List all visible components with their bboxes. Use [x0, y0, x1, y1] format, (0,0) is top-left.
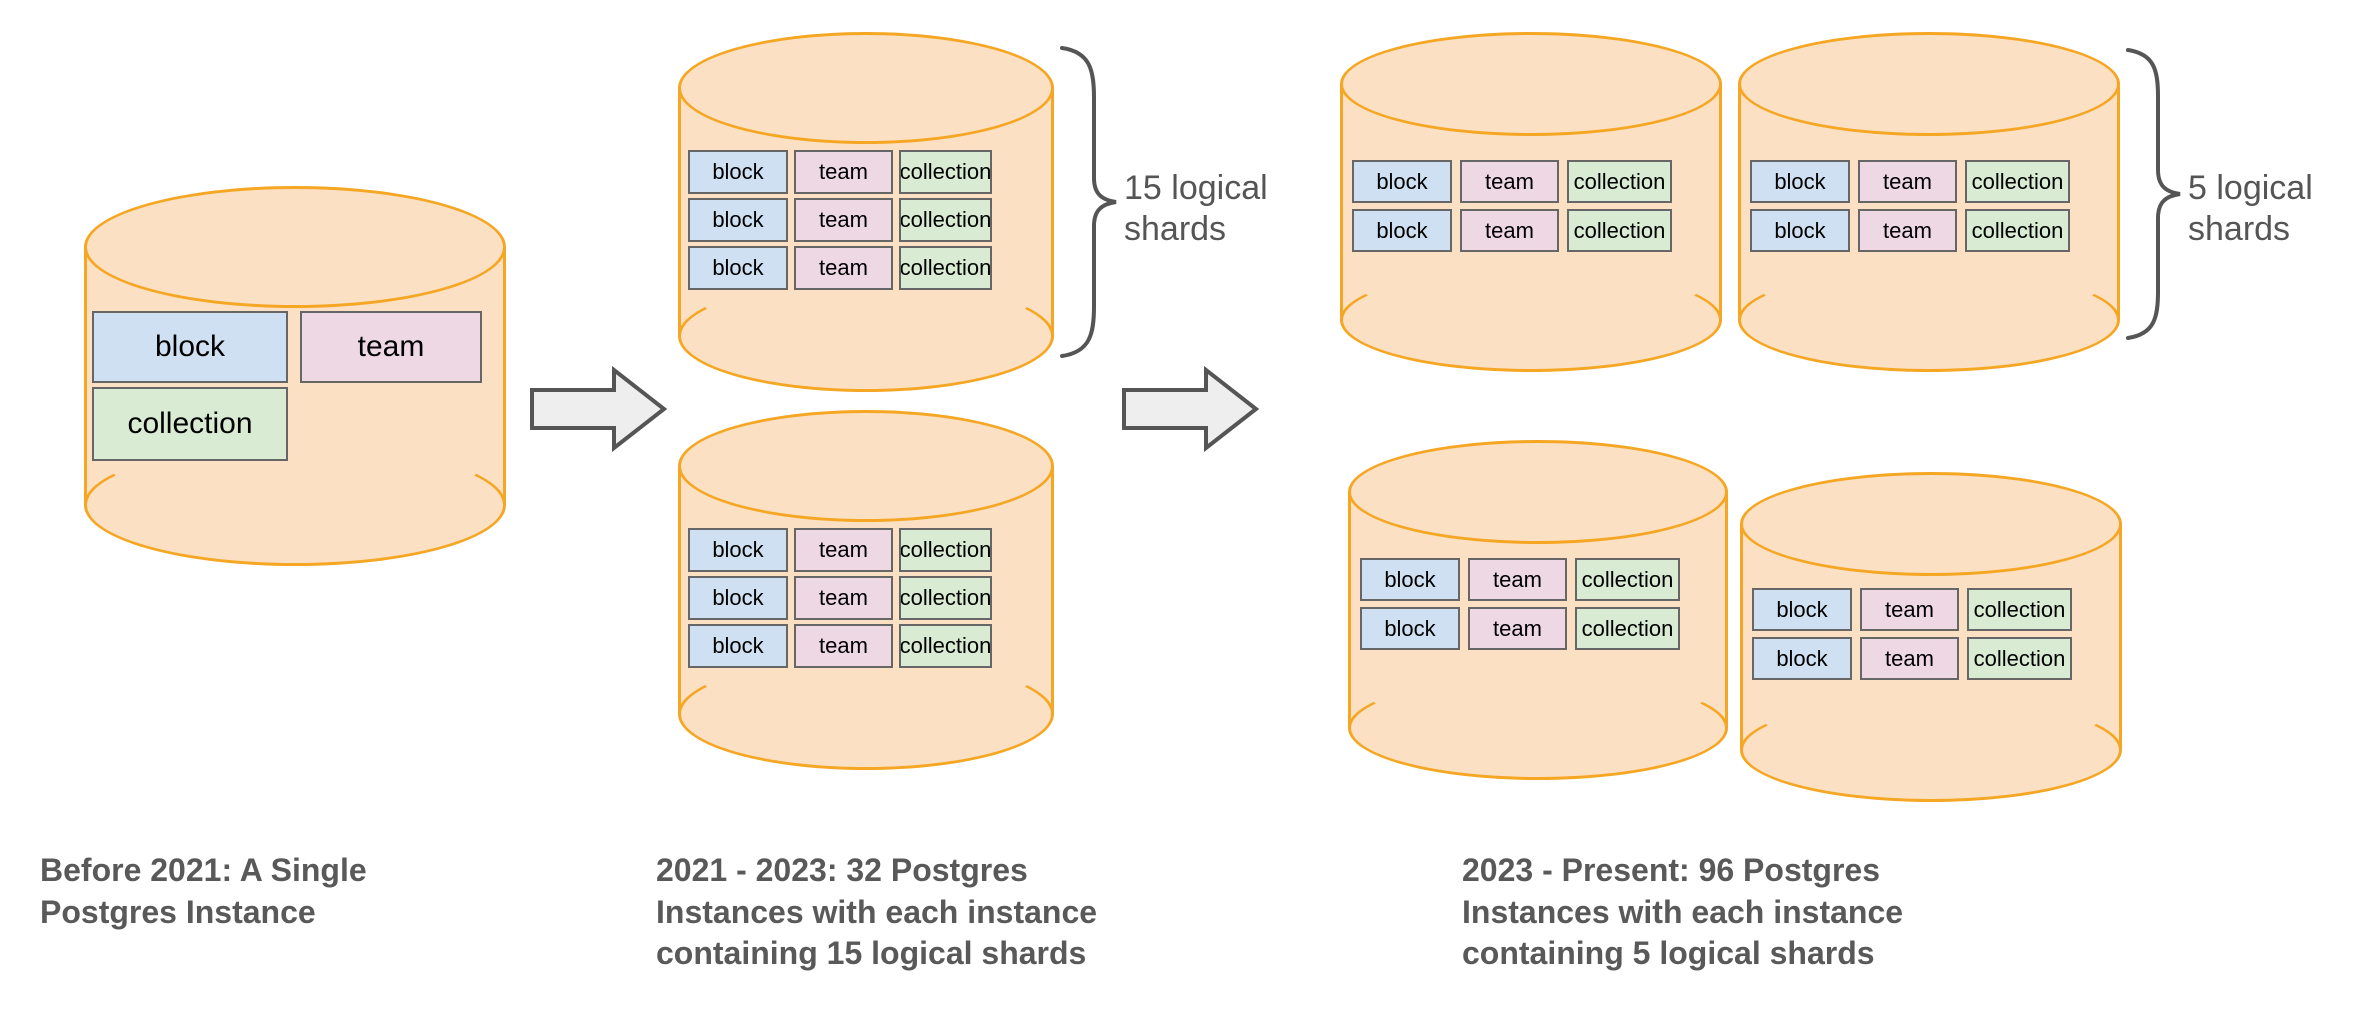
shard-box-block[interactable]: block	[688, 576, 788, 620]
shard-box-team[interactable]: team	[1858, 209, 1957, 252]
shard-row: block team collection	[688, 528, 992, 572]
shard-box-block[interactable]: block	[1750, 209, 1850, 252]
shard-box-block[interactable]: block	[1752, 588, 1852, 631]
stage-3-tl-shard-grid: block team collection block team collect…	[1352, 160, 1672, 252]
shard-row: block team collection	[1750, 160, 2070, 203]
cylinder-base	[678, 658, 1054, 770]
arrow-right-icon	[1120, 365, 1260, 453]
shard-row: block team collection	[688, 624, 992, 668]
shard-box-block[interactable]: block	[1352, 209, 1452, 252]
shard-box-block[interactable]: block	[1360, 558, 1460, 601]
stage-2-brace-label: 15 logical shards	[1124, 169, 1268, 249]
shard-box-collection[interactable]: collection	[899, 528, 992, 572]
shard-box-collection[interactable]: collection	[92, 387, 288, 461]
stage-2-caption: 2021 - 2023: 32 Postgres Instances with …	[656, 852, 1098, 972]
cylinder-cap	[1340, 32, 1722, 136]
shard-box-team[interactable]: team	[794, 624, 893, 668]
cylinder-base	[1740, 698, 2122, 802]
shard-box-block[interactable]: block	[92, 311, 288, 383]
cylinder-cap	[84, 186, 506, 308]
cylinder-cap	[678, 410, 1054, 522]
arrow-right-icon	[528, 365, 668, 453]
cylinder-cap	[1348, 440, 1728, 544]
shard-row: block team collection	[1750, 209, 2070, 252]
cylinder-base	[1348, 676, 1728, 780]
shard-box-team[interactable]: team	[1860, 637, 1959, 680]
shard-box-block[interactable]: block	[1750, 160, 1850, 203]
shard-box-collection[interactable]: collection	[1567, 160, 1672, 203]
cylinder-cap	[1738, 32, 2120, 136]
shard-box-block[interactable]: block	[688, 246, 788, 290]
cylinder-base	[1340, 268, 1722, 372]
shard-row: block team collection	[688, 576, 992, 620]
shard-box-collection[interactable]: collection	[1967, 637, 2072, 680]
shard-row: block team collection	[1360, 607, 1680, 650]
shard-box-team[interactable]: team	[1460, 160, 1559, 203]
shard-box-block[interactable]: block	[1360, 607, 1460, 650]
stage-3-caption: 2023 - Present: 96 Postgres Instances wi…	[1462, 852, 1904, 972]
shard-row: block team collection	[1352, 209, 1672, 252]
shard-box-team[interactable]: team	[794, 198, 893, 242]
shard-box-collection[interactable]: collection	[1967, 588, 2072, 631]
stage-2-brace	[1056, 42, 1122, 362]
shard-box-team[interactable]: team	[794, 246, 893, 290]
shard-row: block team collection	[1752, 588, 2072, 631]
stage-3-bl-shard-grid: block team collection block team collect…	[1360, 558, 1680, 650]
shard-box-collection[interactable]: collection	[899, 576, 992, 620]
shard-row: collection	[92, 387, 482, 461]
shard-box-block[interactable]: block	[1352, 160, 1452, 203]
cylinder-base	[84, 444, 506, 566]
stage-3-brace	[2122, 44, 2186, 344]
shard-box-collection[interactable]: collection	[899, 198, 992, 242]
shard-box-collection[interactable]: collection	[1575, 607, 1680, 650]
shard-box-block[interactable]: block	[688, 150, 788, 194]
shard-box-block[interactable]: block	[688, 528, 788, 572]
stage-2-top-shard-grid: block team collection block team collect…	[688, 150, 992, 290]
shard-box-team[interactable]: team	[1460, 209, 1559, 252]
shard-box-collection[interactable]: collection	[899, 150, 992, 194]
cylinder-base	[678, 280, 1054, 392]
stage-1-caption: Before 2021: A Single Postgres Instance	[40, 852, 367, 930]
cylinder-cap	[1740, 472, 2122, 576]
shard-row: block team collection	[688, 198, 992, 242]
shard-box-team[interactable]: team	[794, 150, 893, 194]
shard-box-collection[interactable]: collection	[1567, 209, 1672, 252]
shard-box-team[interactable]: team	[794, 576, 893, 620]
shard-box-block[interactable]: block	[688, 624, 788, 668]
shard-box-collection[interactable]: collection	[1965, 160, 2070, 203]
shard-box-collection[interactable]: collection	[1965, 209, 2070, 252]
shard-row: block team collection	[1352, 160, 1672, 203]
shard-box-collection[interactable]: collection	[899, 246, 992, 290]
shard-box-block[interactable]: block	[1752, 637, 1852, 680]
shard-row: block team collection	[1752, 637, 2072, 680]
cylinder-cap	[678, 32, 1054, 144]
shard-box-team[interactable]: team	[300, 311, 482, 383]
shard-box-team[interactable]: team	[1858, 160, 1957, 203]
stage-3-tr-shard-grid: block team collection block team collect…	[1750, 160, 2070, 252]
shard-row: block team collection	[688, 150, 992, 194]
shard-box-team[interactable]: team	[794, 528, 893, 572]
shard-row: block team collection	[1360, 558, 1680, 601]
shard-row: block team collection	[688, 246, 992, 290]
stage-3-br-shard-grid: block team collection block team collect…	[1752, 588, 2072, 680]
shard-box-collection[interactable]: collection	[1575, 558, 1680, 601]
stage-1-shard-grid: block team collection	[92, 311, 482, 461]
shard-box-team[interactable]: team	[1468, 558, 1567, 601]
cylinder-base	[1738, 268, 2120, 372]
stage-2-bottom-shard-grid: block team collection block team collect…	[688, 528, 992, 668]
shard-box-collection[interactable]: collection	[899, 624, 992, 668]
stage-3-brace-label: 5 logical shards	[2188, 169, 2313, 249]
shard-row: block team	[92, 311, 482, 383]
shard-box-team[interactable]: team	[1860, 588, 1959, 631]
shard-box-block[interactable]: block	[688, 198, 788, 242]
shard-box-team[interactable]: team	[1468, 607, 1567, 650]
